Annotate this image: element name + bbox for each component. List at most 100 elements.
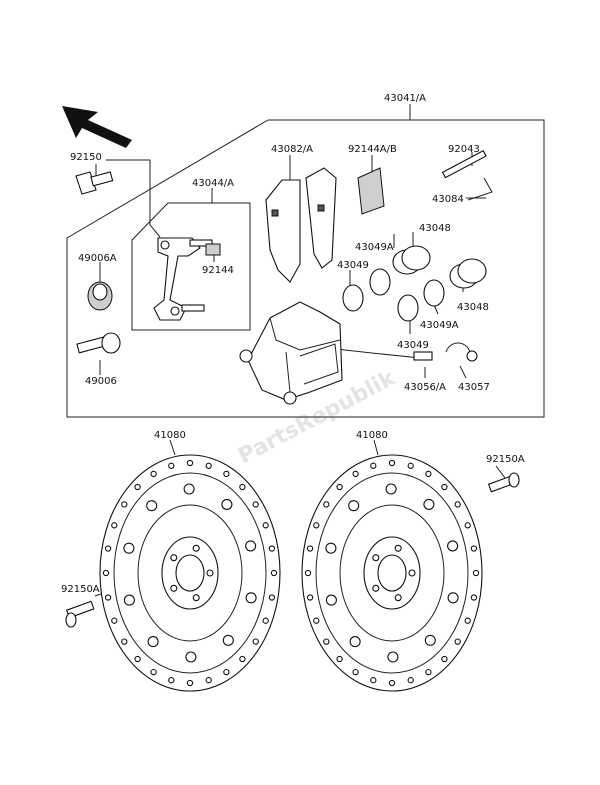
drilled-hole [464,617,471,624]
label-92144ab: 92144A/B [348,144,397,155]
piston-seals [342,268,445,322]
mount-hole [192,594,200,602]
drilled-hole [186,459,194,467]
drilled-hole [470,545,478,552]
label-43048-top: 43048 [419,223,451,234]
drilled-hole [441,483,448,491]
label-92144: 92144 [202,265,234,276]
boot-49006a [87,281,113,311]
floating-button [325,594,337,606]
floating-button [185,651,197,663]
brake-pads [265,167,337,283]
mount-hole [170,554,178,562]
drilled-hole [441,655,448,663]
drilled-hole [370,462,377,469]
drilled-hole [407,677,414,684]
drilled-hole [407,462,414,469]
drilled-hole [323,501,330,508]
caliper-bracket [153,237,213,321]
caliper-body [239,301,343,405]
label-43082a: 43082/A [271,144,313,155]
floating-button [146,500,158,512]
drilled-hole [268,545,276,552]
drilled-hole [205,462,212,469]
drilled-hole [454,501,461,508]
piston-43048-b [449,258,487,289]
floating-button [447,592,459,604]
label-43049-bottom: 43049 [397,340,429,351]
label-43057: 43057 [458,382,490,393]
floating-button [387,651,399,663]
drilled-hole [352,668,359,676]
drilled-hole [168,677,175,684]
drilled-hole [186,679,194,687]
drilled-hole [223,668,230,676]
floating-button [245,540,257,552]
floating-button [183,483,195,495]
drilled-hole [425,470,432,478]
label-43049a-top: 43049A [355,242,394,253]
drilled-hole [239,483,246,491]
mount-hole [372,584,380,592]
label-43041a: 43041/A [384,93,426,104]
label-43044a: 43044/A [192,178,234,189]
caliper-assembly-box [66,119,545,418]
label-43084: 43084 [432,194,464,205]
drilled-hole [388,679,396,687]
floating-button [423,498,435,510]
drilled-hole [104,545,112,552]
label-92043: 92043 [448,144,480,155]
label-41080-left: 41080 [154,430,186,441]
floating-button [245,592,257,604]
piston-43048-a [392,245,431,275]
pad-pin [441,150,493,201]
floating-button [447,540,459,552]
mount-hole [170,584,178,592]
drilled-hole [323,638,330,645]
mount-hole [394,594,402,602]
drilled-hole [252,638,259,645]
drilled-hole [134,655,141,663]
anti-rattle-spring [357,167,385,215]
floating-button [348,500,360,512]
drilled-hole [223,470,230,478]
drilled-hole [425,668,432,676]
mount-hole [394,544,402,552]
drilled-hole [454,638,461,645]
drilled-hole [352,470,359,478]
drilled-hole [336,655,343,663]
drilled-hole [239,655,246,663]
drilled-hole [121,638,128,645]
bolt-92150 [75,171,114,195]
bracket-box [131,202,251,331]
drilled-hole [336,483,343,491]
drilled-hole [270,569,278,577]
label-92150a-left: 92150A [61,584,100,595]
label-92150: 92150 [70,152,102,163]
drilled-hole [306,594,314,601]
drilled-hole [306,545,314,552]
drilled-hole [102,569,110,577]
label-43049a-bottom: 43049A [420,320,459,331]
floating-button [221,498,233,510]
drilled-hole [388,459,396,467]
drilled-hole [370,677,377,684]
drilled-hole [150,668,157,676]
floating-button [123,542,135,554]
floating-button [222,634,234,646]
drilled-hole [313,522,320,529]
label-43049-top: 43049 [337,260,369,271]
bolt-49006 [76,332,121,354]
mount-hole [206,569,214,577]
drilled-hole [268,594,276,601]
drilled-hole [150,470,157,478]
label-49006a: 49006A [78,253,117,264]
label-92150a-right: 92150A [486,454,525,465]
mount-hole [372,554,380,562]
drilled-hole [304,569,312,577]
drilled-hole [121,501,128,508]
drilled-hole [104,594,112,601]
drilled-hole [313,617,320,624]
floating-button [424,634,436,646]
bleeder-cap [445,342,478,362]
